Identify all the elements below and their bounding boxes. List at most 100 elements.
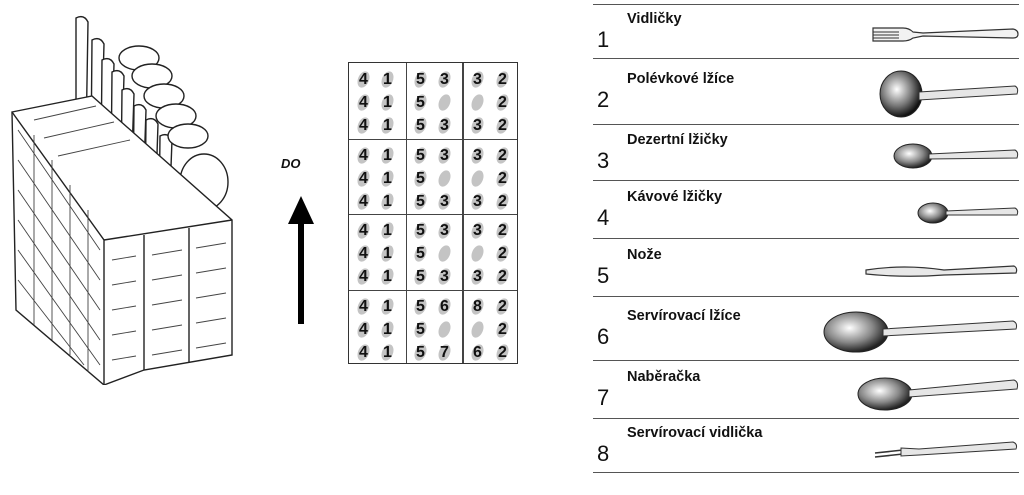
slot-number: 3	[473, 268, 482, 285]
grid-slot: 5	[412, 319, 429, 340]
legend-label: Nože	[627, 247, 662, 263]
slot-number: 5	[416, 146, 425, 164]
grid-slot: 1	[379, 115, 396, 136]
grid-slot: 1	[379, 92, 396, 113]
slot-number: 4	[359, 169, 368, 187]
slot-number: 1	[383, 117, 392, 134]
slot-number: 2	[498, 222, 507, 239]
knife-icon-graphic	[865, 265, 1018, 277]
grid-slot: 5	[412, 342, 429, 363]
grid-slot: 5	[412, 220, 429, 241]
grid-slot: 3	[436, 191, 453, 212]
grid-slot: 3	[436, 220, 453, 241]
grid-divider	[405, 63, 407, 363]
serving-spoon-icon	[823, 309, 1019, 360]
slot-number: 5	[416, 297, 425, 315]
slot-number: 2	[498, 343, 507, 361]
grid-slot	[436, 319, 453, 340]
grid-slot: 3	[469, 145, 486, 166]
grid-slot: 4	[355, 69, 372, 90]
grid-slot: 4	[355, 296, 372, 317]
slot-number: 2	[498, 268, 507, 285]
grid-slot: 3	[436, 69, 453, 90]
slot-number: 4	[359, 222, 368, 239]
slot-number: 2	[498, 169, 507, 187]
slot-number: 4	[359, 297, 368, 315]
slot-number: 4	[359, 268, 368, 285]
legend-divider	[593, 418, 1019, 419]
legend-label: Naběračka	[627, 369, 701, 385]
legend-divider	[593, 238, 1019, 239]
legend-divider	[593, 296, 1019, 297]
legend-label: Polévkové lžíce	[627, 71, 735, 87]
serving-spoon-icon-graphic	[823, 311, 1018, 353]
grid-slot: 2	[494, 115, 511, 136]
grid-divider	[349, 214, 517, 216]
grid-slot: 2	[494, 220, 511, 241]
slot-shape	[469, 92, 486, 113]
fork-icon-graphic	[872, 27, 1019, 42]
grid-slot: 1	[379, 69, 396, 90]
slot-number: 4	[359, 117, 368, 134]
slot-number: 4	[359, 146, 368, 164]
slot-number: 4	[359, 245, 368, 262]
slot-shape	[436, 92, 453, 113]
slot-number: 2	[498, 320, 507, 338]
grid-slot: 5	[412, 296, 429, 317]
grid-slot: 1	[379, 191, 396, 212]
up-arrow-icon	[288, 196, 314, 324]
slot-number: 1	[383, 245, 392, 262]
grid-slot: 3	[469, 69, 486, 90]
grid-divider	[462, 63, 464, 363]
grid-slot: 5	[412, 266, 429, 287]
legend-number: 3	[597, 148, 610, 173]
grid-slot: 5	[412, 92, 429, 113]
slot-shape	[436, 319, 453, 339]
grid-slot: 2	[494, 92, 511, 113]
grid-slot: 5	[412, 69, 429, 90]
coffee-spoon-icon	[917, 201, 1019, 230]
ladle-icon-graphic	[857, 377, 1019, 411]
grid-slot: 2	[494, 319, 511, 340]
slot-number: 2	[498, 245, 507, 262]
grid-slot	[469, 319, 486, 340]
grid-slot: 8	[469, 296, 486, 317]
legend-divider	[593, 58, 1019, 59]
legend-number: 4	[597, 205, 610, 230]
fork-icon	[869, 23, 1019, 52]
grid-slot: 3	[469, 115, 486, 136]
grid-slot: 2	[494, 191, 511, 212]
legend-label: Servírovací lžíce	[627, 308, 741, 324]
slot-number: 3	[440, 117, 449, 134]
slot-number: 5	[416, 192, 425, 210]
slot-number: 1	[383, 71, 392, 88]
slot-shape	[436, 168, 453, 188]
grid-slot: 1	[379, 266, 396, 287]
slot-number: 3	[440, 192, 449, 210]
legend-divider	[593, 124, 1019, 125]
grid-slot: 1	[379, 145, 396, 166]
slot-shape	[469, 319, 486, 339]
dessert-spoon-icon-graphic	[893, 143, 1019, 169]
cutlery-basket-icon	[11, 15, 233, 385]
grid-slot: 4	[355, 243, 372, 264]
slot-number: 4	[359, 192, 368, 210]
grid-slot: 4	[355, 145, 372, 166]
legend-item: 7 Naběračka	[593, 360, 1019, 418]
legend-divider	[593, 180, 1019, 181]
legend-number: 8	[597, 441, 610, 466]
grid-slot: 4	[355, 92, 372, 113]
grid-slot	[436, 243, 453, 264]
grid-divider	[349, 138, 517, 140]
slot-number: 1	[383, 146, 392, 164]
slot-number: 1	[383, 192, 392, 210]
grid-slot: 1	[379, 220, 396, 241]
slot-number: 6	[440, 297, 449, 315]
grid-slot: 4	[355, 191, 372, 212]
serving-fork-icon	[873, 436, 1019, 467]
legend-number: 7	[597, 385, 610, 410]
